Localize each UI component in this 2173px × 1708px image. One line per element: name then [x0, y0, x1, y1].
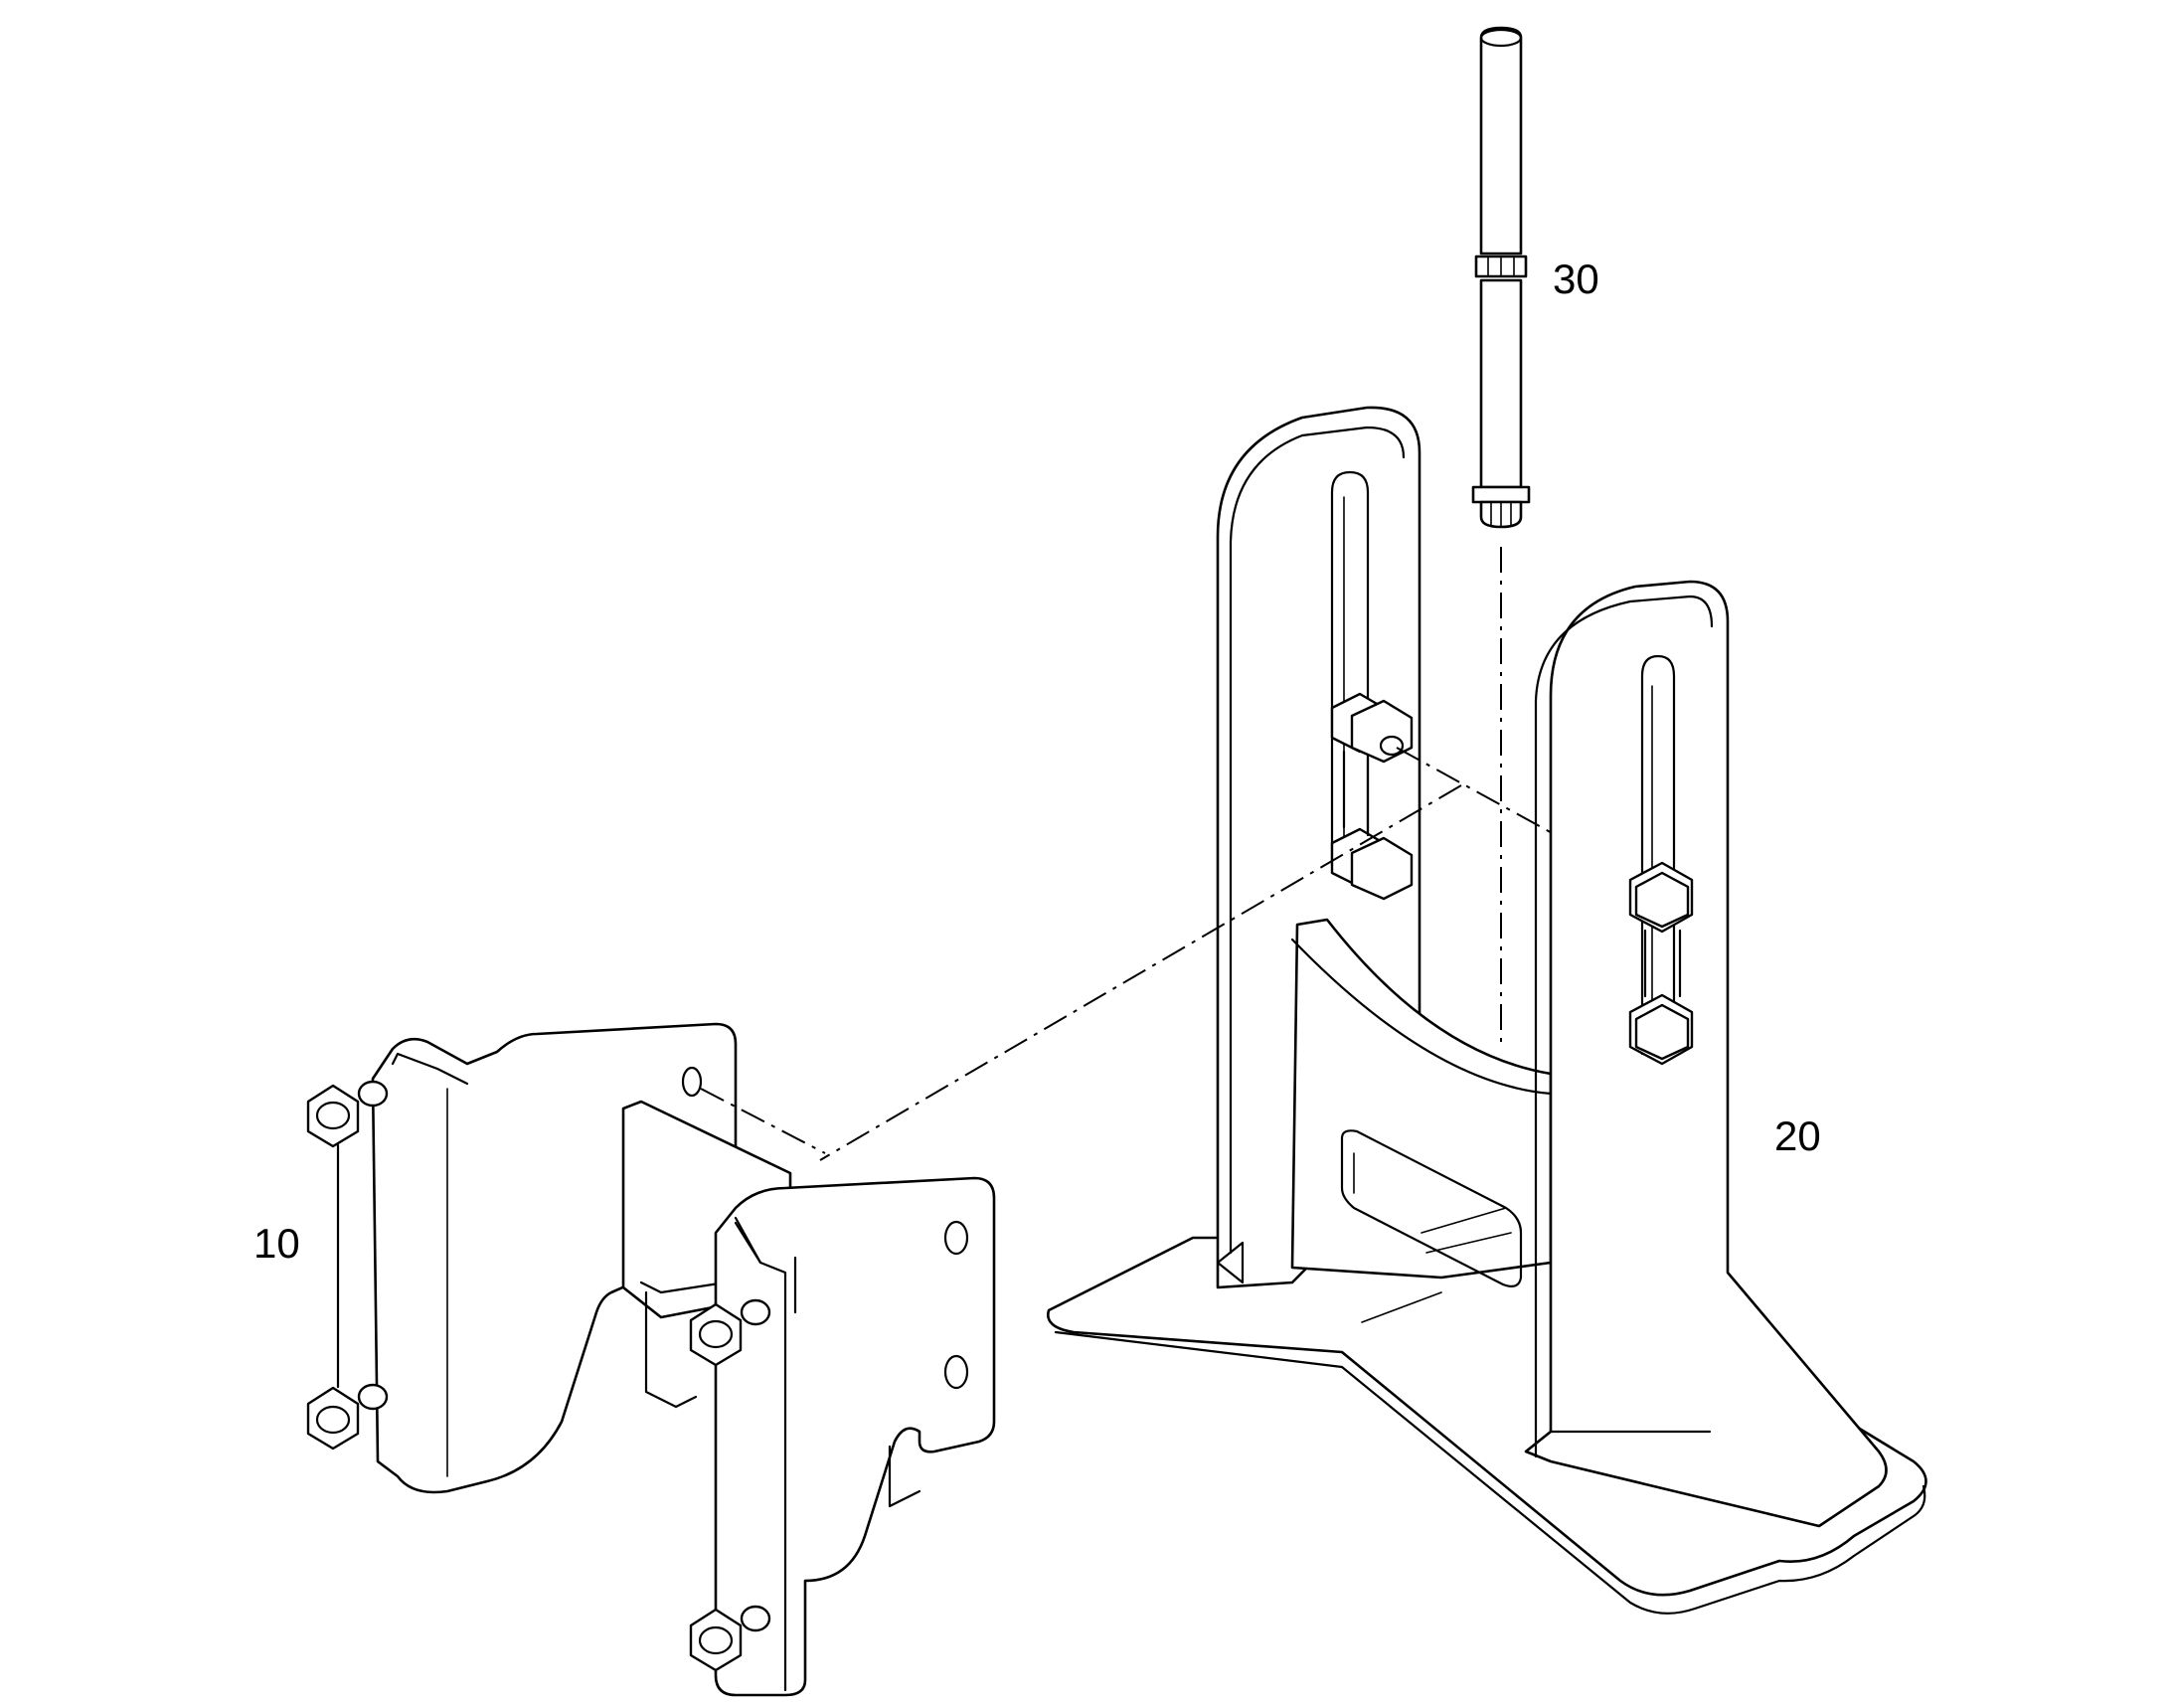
hex-bolt-icon — [1330, 692, 1414, 764]
assembly-centerlines — [700, 547, 1557, 1161]
upright-left-slot — [1330, 470, 1370, 867]
callout-part-10: 10 — [253, 1220, 300, 1267]
stand-base-plate — [1047, 1236, 1927, 1597]
stand-saddle-web — [1290, 918, 1553, 1280]
hex-bolt-icon — [689, 1605, 771, 1672]
locating-pin — [1471, 26, 1531, 529]
stand-upright-right — [1524, 580, 1888, 1528]
hex-bolt-icon — [1330, 827, 1414, 901]
hex-bolt-icon — [306, 1080, 389, 1148]
hex-bolt-icon — [1628, 993, 1694, 1066]
callout-part-30: 30 — [1553, 256, 1599, 302]
hex-bolt-icon — [306, 1383, 389, 1451]
callout-part-20: 20 — [1774, 1112, 1821, 1159]
stand-assembly — [1047, 406, 1927, 1615]
bracket-assembly — [306, 1022, 996, 1697]
upright-right-slot — [1640, 654, 1676, 1056]
saddle-slot-cutout — [1340, 1129, 1523, 1287]
hex-bolt-icon — [1628, 861, 1694, 934]
stand-base-edge — [1054, 1330, 1926, 1615]
hex-bolt-icon — [689, 1298, 771, 1367]
